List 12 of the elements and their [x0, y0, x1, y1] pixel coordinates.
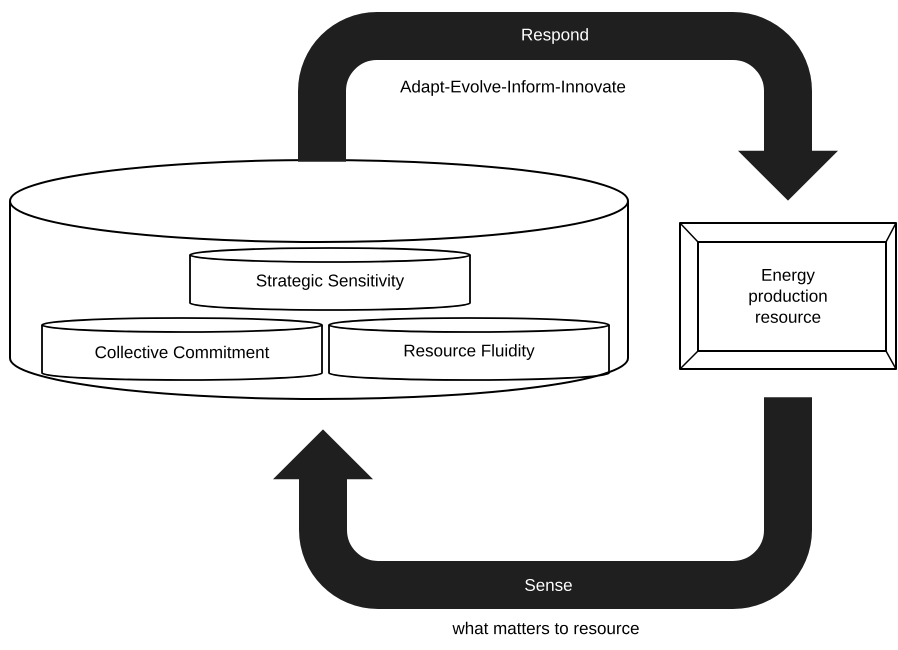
node-label: Collective Commitment	[95, 346, 270, 358]
cylinder-box: Strategic Sensitivity	[189, 247, 471, 311]
caption-text: Adapt-Evolve-Inform-Innovate	[400, 80, 626, 96]
beveled-box: Energy production resource	[679, 222, 897, 370]
cylinder	[9, 159, 629, 400]
edge-label: Sense	[525, 578, 572, 592]
node-label: Strategic Sensitivity	[256, 274, 404, 290]
edge-label: Respond	[522, 28, 588, 44]
cylinder-box: Resource Fluidity	[328, 317, 610, 381]
node-label: Resource Fluidity	[404, 344, 535, 360]
cylinder-box: Collective Commitment	[41, 317, 323, 381]
caption-text: what matters to resource	[452, 622, 639, 634]
